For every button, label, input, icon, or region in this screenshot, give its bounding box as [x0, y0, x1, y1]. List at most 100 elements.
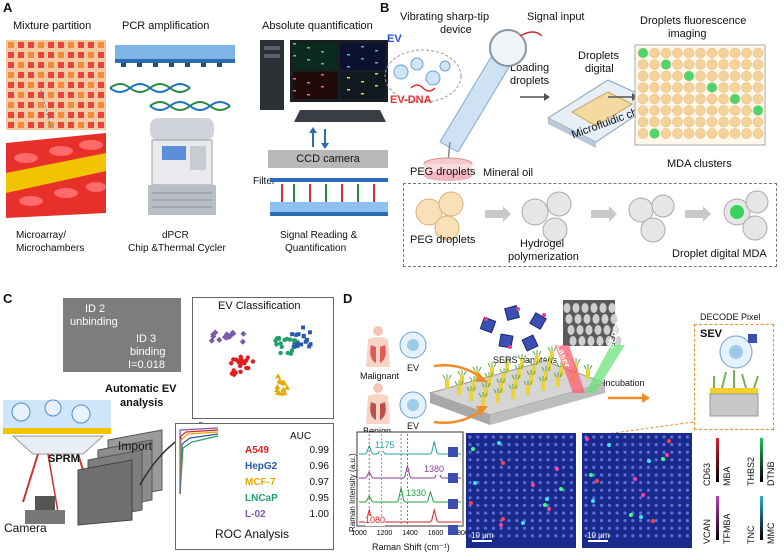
microarray-grid-illustration — [6, 40, 106, 130]
roc-auc-value: 0.95 — [309, 493, 329, 504]
id3-line3: I=0.018 — [128, 359, 166, 371]
droplets-digital-line2: digital — [585, 63, 614, 75]
scalebar-2-label: 10 μm — [587, 531, 610, 540]
raman-x-tick: 1800 — [453, 530, 469, 537]
legend-bottom-label: MMC — [766, 522, 776, 545]
ev-top-label: EV — [407, 363, 420, 373]
vibrating-device-illustration — [423, 29, 543, 181]
roc-series-name: A549 — [245, 445, 269, 456]
legend-top-label: CD63 — [702, 462, 712, 486]
signal-input-label: Signal input — [527, 11, 585, 23]
ev-bottom-label: EV — [407, 421, 420, 431]
peak-1380-label: 1380 — [424, 464, 445, 475]
arrow-to-chip — [520, 93, 550, 101]
sers-nanotags-illustration — [479, 305, 547, 352]
camera-label: Camera — [4, 521, 47, 535]
malignant-lungs-icon — [366, 326, 390, 367]
mineral-oil-label: Mineral oil — [483, 167, 534, 179]
raman-xlabel: Raman Shift (cm⁻¹) — [372, 542, 450, 552]
sev-label: SEV — [700, 328, 723, 340]
malignant-label: Malignant — [360, 371, 400, 381]
legend-item: VCAN TFMBA — [700, 492, 740, 546]
computer-illustration — [260, 40, 388, 122]
legend-bottom-label: DTNB — [766, 461, 776, 487]
ev-droplets-illustration — [384, 49, 462, 103]
roc-series-name: L-02 — [245, 509, 266, 520]
roc-series-name: LNCaP — [245, 493, 278, 504]
ev-classification-title: EV Classification — [218, 300, 301, 312]
roc-curves — [179, 427, 219, 495]
roc-frame — [175, 423, 334, 550]
signal-line1: Signal Reading & — [280, 230, 358, 241]
sem-micrograph — [563, 300, 622, 346]
id3-line1: ID 3 — [136, 333, 157, 345]
roc-legend-row: LNCaP 0.95 — [245, 491, 329, 507]
dpcr-line2: Chip &Thermal Cycler — [128, 243, 226, 254]
legend-bottom-label: TFMBA — [722, 513, 732, 545]
curved-arrow-top — [433, 364, 488, 382]
roc-auc-value: 0.97 — [309, 477, 329, 488]
dna-strands-illustration — [109, 83, 231, 111]
peg-droplets-top-label: PEG droplets — [410, 166, 476, 178]
ev-top-icon — [399, 331, 427, 359]
mda-workflow-droplets — [415, 190, 769, 243]
ccd-camera-label: CCD camera — [296, 153, 360, 165]
raman-x-tick: 1000 — [351, 530, 367, 537]
decode-pixel-label: DECODE Pixel — [700, 312, 761, 322]
import-label: Import — [118, 439, 153, 453]
legend-color-bar — [716, 496, 719, 540]
auc-header: AUC — [290, 431, 312, 442]
pcr-chip-illustration — [115, 45, 235, 67]
scalebar-1-label: 10 μm — [471, 531, 494, 540]
panel-d-label: D — [343, 291, 353, 306]
decode-pixel-box — [694, 324, 774, 430]
legend-top-label: VCAN — [702, 518, 712, 544]
mda-workflow-box — [403, 183, 777, 267]
raman-series-line — [359, 464, 461, 479]
raman-series-icons — [448, 445, 460, 535]
automatic-line2: analysis — [120, 397, 164, 409]
filter-label: Filter — [253, 176, 276, 187]
panel-b-label: B — [380, 0, 390, 15]
legend-color-bar — [760, 496, 763, 540]
legend-top-label: TNC — [746, 525, 756, 545]
raman-x-tick: 1400 — [402, 530, 418, 537]
legend-item: THBS2 DTNB — [744, 434, 784, 488]
laser-sers-beams — [555, 345, 625, 393]
thermal-cycler-illustration — [148, 118, 216, 215]
marker-legend: CD63 MBA THBS2 DTNB VCAN TFMBA TNC MMC — [700, 434, 784, 550]
imaging-line1: Droplets fluorescence — [640, 15, 747, 27]
panel-c-label: C — [3, 291, 13, 306]
ev-bottom-icon — [399, 391, 427, 419]
droplet-digital-mda-label: Droplet digital MDA — [672, 248, 767, 260]
loading-line1: Loading — [510, 62, 550, 74]
ev-label: EV — [387, 33, 402, 45]
signal-line2: Quantification — [285, 243, 347, 254]
hydrogel-line1: Hydrogel — [520, 238, 565, 250]
legend-item: TNC MMC — [744, 492, 784, 546]
legend-bottom-label: MBA — [722, 466, 732, 486]
microchambers-illustration — [6, 133, 106, 218]
ev-dna-label: EV-DNA — [390, 94, 432, 106]
benign-lungs-icon — [366, 383, 390, 424]
ev-classification-frame — [192, 297, 334, 419]
fluorescence-image-2 — [582, 433, 692, 548]
peak-1330-label: 1330 — [406, 488, 427, 499]
legend-color-bar — [716, 438, 719, 482]
legend-item: CD63 MBA — [700, 434, 740, 488]
imaging-line2: imaging — [668, 28, 707, 40]
legend-top-label: THBS2 — [746, 456, 756, 486]
sprm-setup-illustration — [3, 399, 111, 524]
mixture-partition-label: Mixture partition — [13, 20, 92, 32]
sers-nanotags-label: SERS nanotags — [493, 355, 558, 365]
dpcr-line1: dPCR — [162, 230, 189, 241]
mda-clusters-label: MDA clusters — [667, 158, 732, 170]
microfluidic-chip-illustration — [546, 79, 658, 148]
sprm-label: SPRM — [48, 453, 80, 465]
raman-x-tick: 1600 — [428, 530, 444, 537]
fluorescence-image-1 — [466, 433, 576, 548]
raman-series-line — [359, 440, 461, 455]
